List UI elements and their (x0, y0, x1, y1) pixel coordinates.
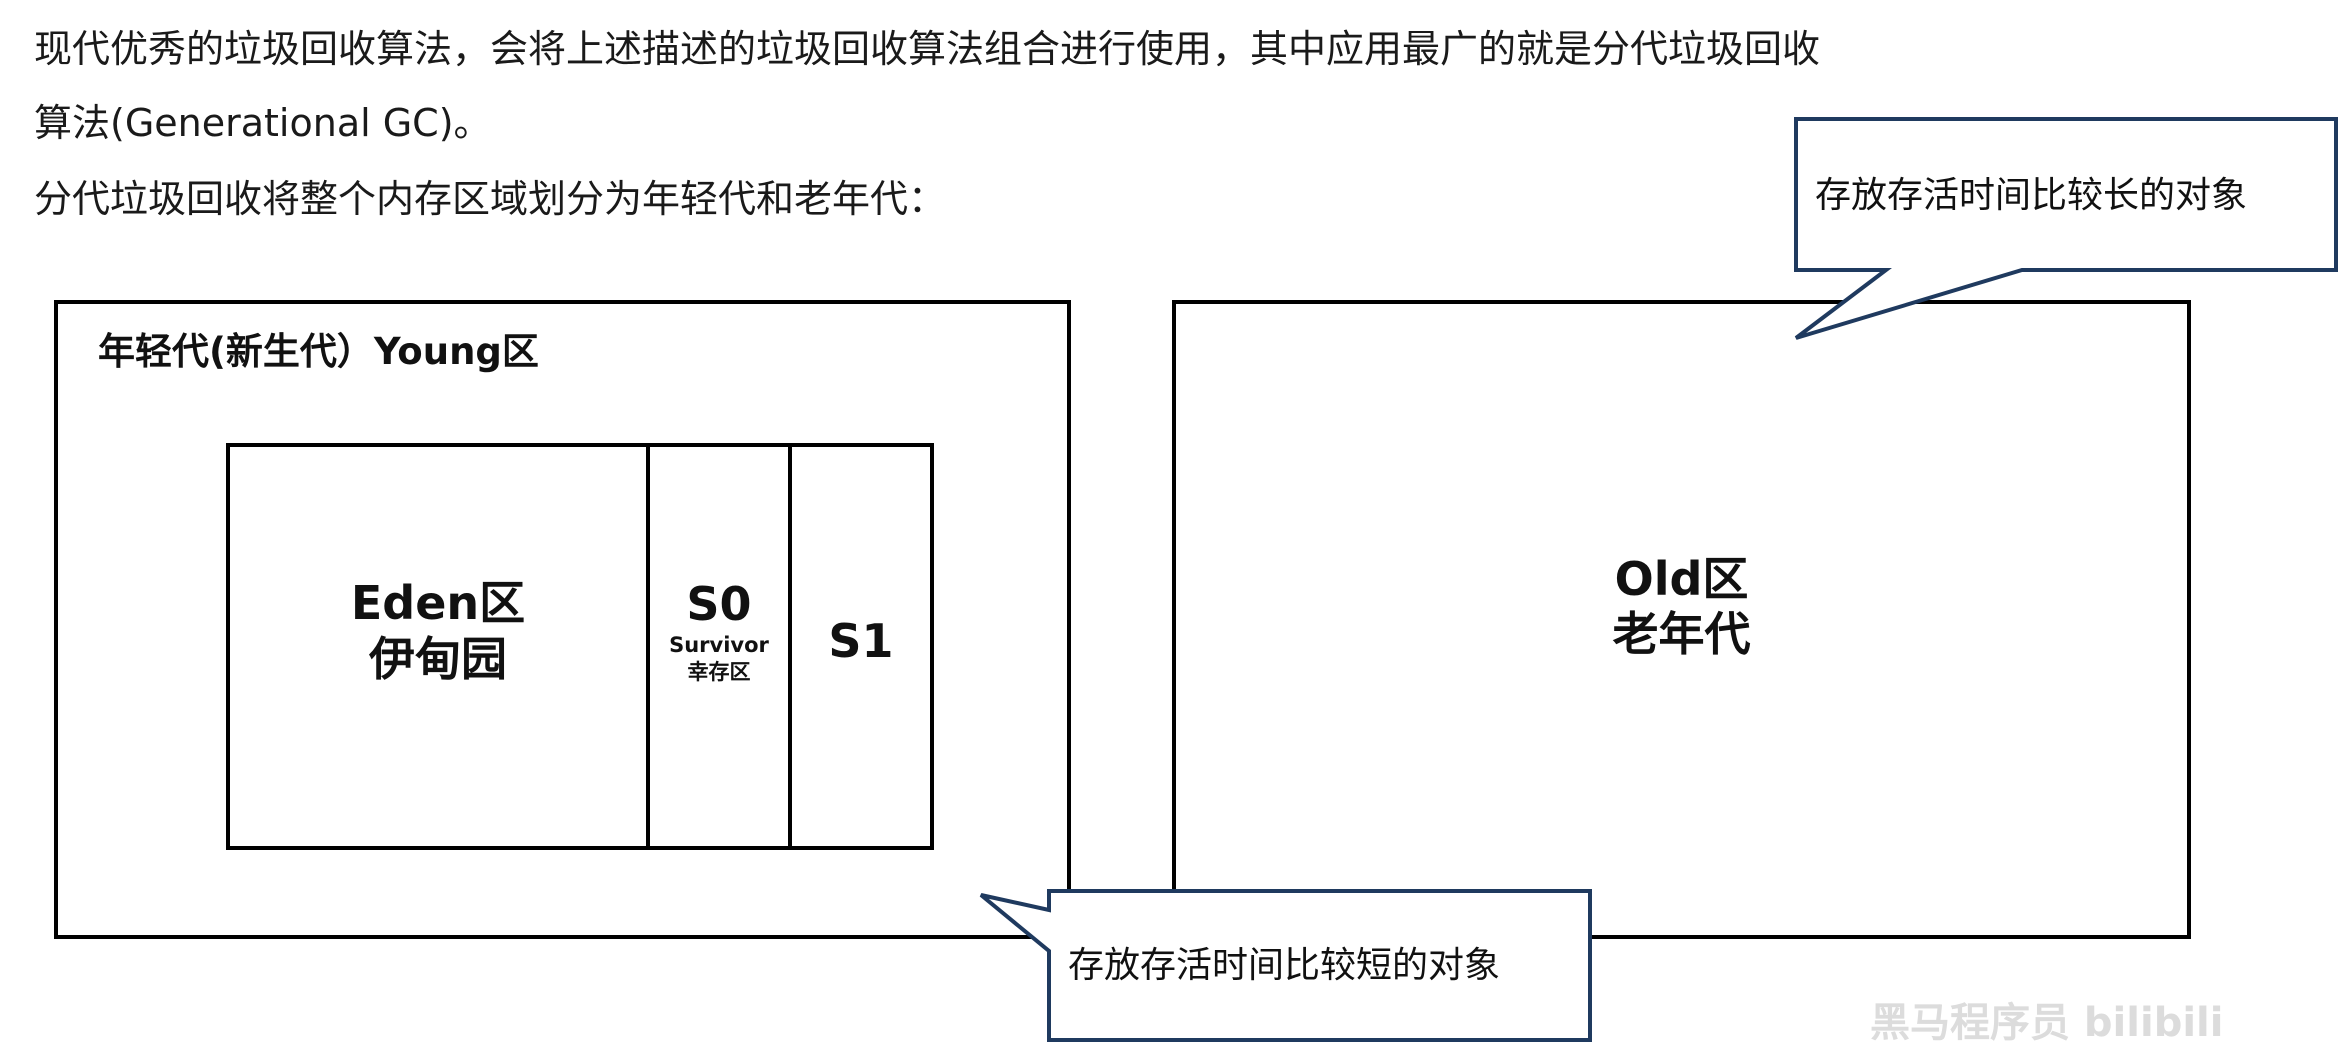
intro-line-1: 现代优秀的垃圾回收算法，会将上述描述的垃圾回收算法组合进行使用，其中应用最广的就… (34, 27, 1821, 71)
old-generation-box (1172, 300, 2191, 939)
s0-label: S0 Survivor 幸存区 (646, 443, 792, 850)
watermark-logo: 黑马程序员 bilibili (1870, 1000, 2224, 1046)
s0-label-survivor: Survivor (669, 632, 769, 657)
s0-label-cn: 幸存区 (687, 660, 751, 685)
old-label-cn: 老年代 (1612, 607, 1751, 661)
intro-line-3: 分代垃圾回收将整个内存区域划分为年轻代和老年代： (34, 177, 947, 221)
callout-long-lived-text: 存放存活时间比较长的对象 (1815, 175, 2248, 216)
eden-label-en: Eden区 (350, 576, 526, 631)
callout-short-lived-shape (979, 889, 1592, 1042)
eden-label-cn: 伊甸园 (369, 631, 507, 686)
s1-label-title: S1 (828, 613, 894, 668)
young-generation-title: 年轻代(新生代）Young区 (98, 330, 539, 373)
callout-long-lived-shape (1794, 117, 2338, 340)
old-label-en: Old区 (1614, 551, 1749, 606)
s0-label-title: S0 (686, 576, 752, 631)
callout-short-lived-text: 存放存活时间比较短的对象 (1068, 945, 1501, 986)
s1-box (788, 443, 934, 850)
eden-label: Eden区 伊甸园 (226, 443, 650, 850)
old-generation-label: Old区 老年代 (1172, 300, 2191, 939)
intro-line-2: 算法(Generational GC)。 (34, 101, 492, 145)
eden-box (226, 443, 650, 850)
s1-label: S1 (788, 443, 934, 850)
